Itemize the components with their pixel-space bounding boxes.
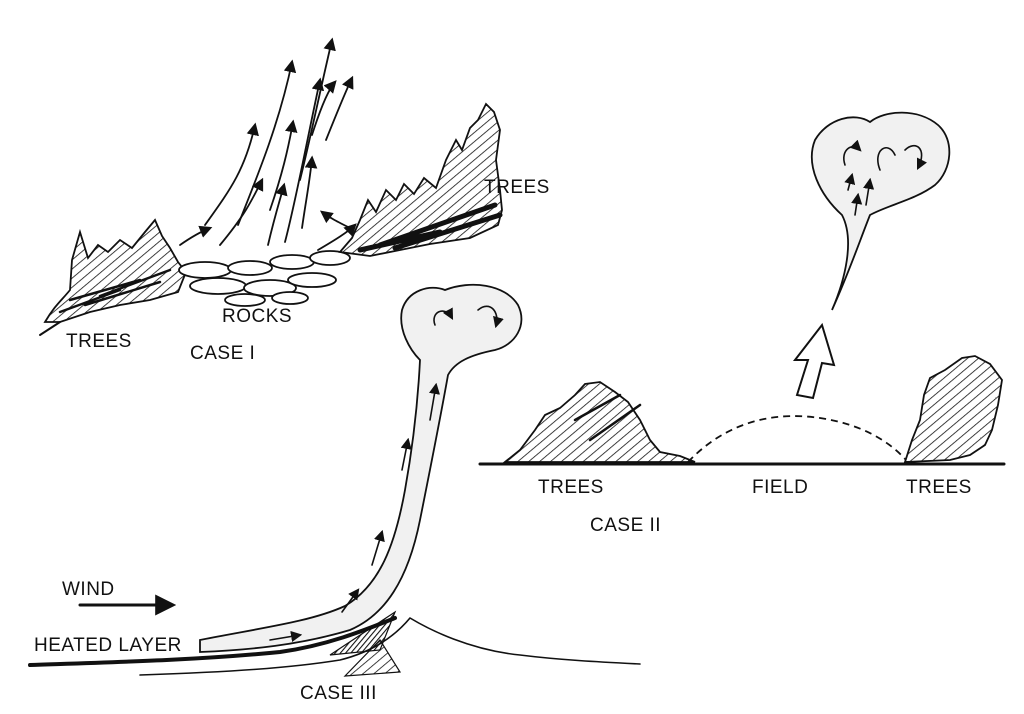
case1-label: CASE I	[190, 343, 256, 364]
case1-trees-left-label: TREES	[66, 331, 132, 352]
case2-trees-right	[903, 355, 1003, 463]
case2-bubble	[810, 111, 951, 311]
case3-scene	[28, 283, 641, 677]
case2-field-label: FIELD	[752, 477, 809, 498]
case3-label: CASE III	[300, 683, 377, 704]
case1-rocks-label: ROCKS	[222, 306, 293, 327]
case2-trees-left-label: TREES	[538, 477, 604, 498]
case3-heated-layer-label: HEATED LAYER	[34, 635, 182, 656]
case2-trees-left	[502, 381, 696, 463]
case2-label: CASE II	[590, 515, 662, 536]
case3-ground	[139, 617, 641, 676]
case1-arrows	[179, 37, 357, 251]
case2-scene	[478, 111, 1006, 466]
case3-wind-label: WIND	[62, 579, 115, 600]
case2-field-dome	[687, 415, 907, 463]
case1-trees-right-label: TREES	[484, 177, 550, 198]
hollow-arrow-up-icon	[792, 322, 836, 400]
case1-rocks	[178, 250, 351, 307]
case3-plume	[199, 283, 523, 653]
case2-trees-right-label: TREES	[906, 477, 972, 498]
case1-scene	[39, 37, 503, 336]
